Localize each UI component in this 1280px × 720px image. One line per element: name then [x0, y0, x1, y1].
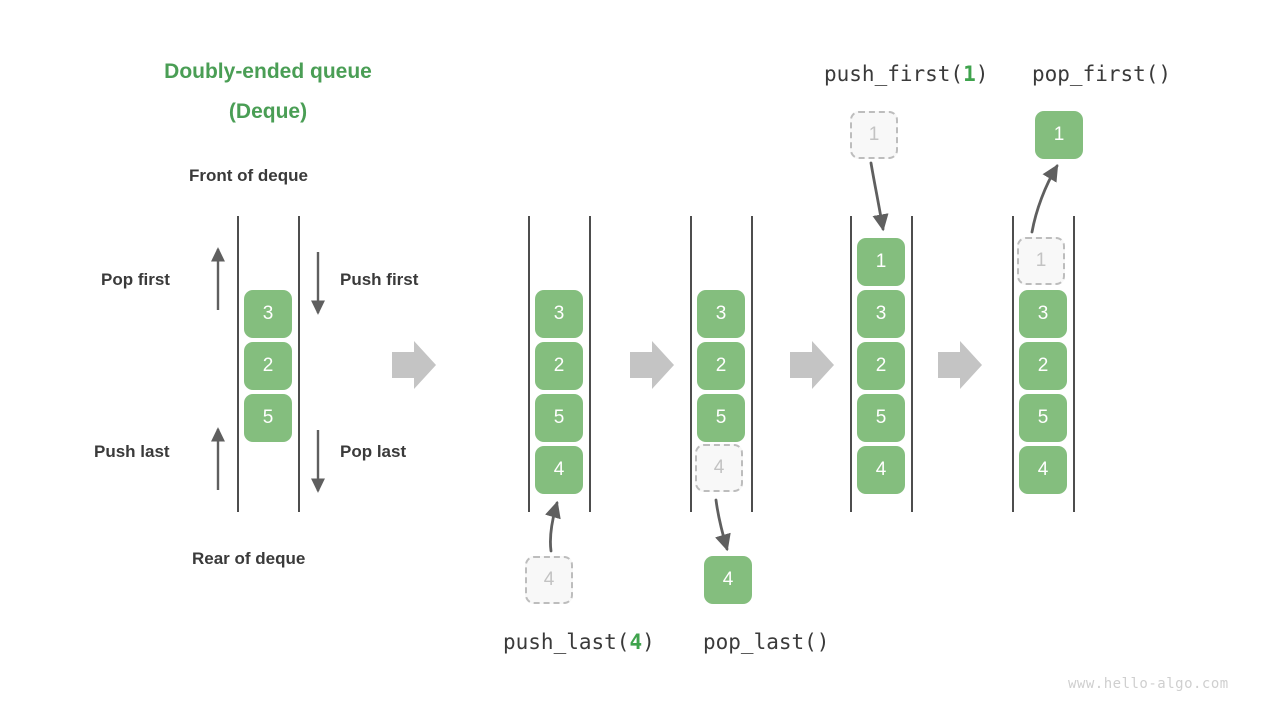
- deque-rail-right-p2: [589, 216, 591, 512]
- push-first-incoming-cell: 1: [850, 111, 898, 159]
- push-last-operation: push_last(4): [503, 630, 655, 654]
- deque-cell: 5: [535, 394, 583, 442]
- rear-of-deque-label: Rear of deque: [192, 549, 306, 568]
- deque-rail-right-p3: [751, 216, 753, 512]
- push-first-label: Push first: [340, 270, 419, 289]
- pop-last-vacated-cell: 4: [695, 444, 743, 492]
- pop-last-transfer-arrow-icon: [714, 498, 731, 552]
- pop-first-outgoing-cell: 1: [1035, 111, 1083, 159]
- push-last-label: Push last: [94, 442, 170, 461]
- push-last-operation-arg: 4: [629, 630, 643, 654]
- deque-cell: 3: [535, 290, 583, 338]
- deque-cell: 4: [857, 446, 905, 494]
- pop-last-operation: pop_last(): [703, 630, 830, 654]
- push-first-operation-suffix: ): [975, 62, 989, 86]
- deque-cell: 2: [244, 342, 292, 390]
- pop-last-outgoing-cell: 4: [704, 556, 752, 604]
- deque-cell: 3: [857, 290, 905, 338]
- pop-first-operation: pop_first(): [1032, 62, 1172, 86]
- deque-cell: 3: [1019, 290, 1067, 338]
- deque-cell: 5: [857, 394, 905, 442]
- pop-first-transfer-arrow-icon: [1030, 164, 1059, 234]
- deque-cell: 1: [857, 238, 905, 286]
- deque-rail-left-p4: [850, 216, 852, 512]
- deque-cell: 2: [697, 342, 745, 390]
- flow-arrow-icon: [938, 341, 982, 389]
- watermark: www.hello-algo.com: [1068, 676, 1229, 692]
- deque-rail-right-p4: [911, 216, 913, 512]
- pop-last-label: Pop last: [340, 442, 407, 461]
- deque-cell: 3: [244, 290, 292, 338]
- flow-arrow-icon: [392, 341, 436, 389]
- deque-rail-left-p1: [237, 216, 239, 512]
- deque-cell: 2: [535, 342, 583, 390]
- diagram-title-line2: (Deque): [228, 100, 308, 123]
- push-last-transfer-arrow-icon: [545, 500, 561, 553]
- front-of-deque-label: Front of deque: [189, 166, 308, 185]
- deque-cell: 3: [697, 290, 745, 338]
- push-first-operation: push_first(1): [824, 62, 988, 86]
- deque-rail-left-p2: [528, 216, 530, 512]
- deque-cell: 4: [1019, 446, 1067, 494]
- push-last-operation-suffix: ): [642, 630, 655, 654]
- deque-rail-right-p1: [298, 216, 300, 512]
- deque-cell: 5: [697, 394, 745, 442]
- deque-cell: 2: [857, 342, 905, 390]
- deque-rail-left-p3: [690, 216, 692, 512]
- push-last-incoming-cell: 4: [525, 556, 573, 604]
- deque-cell: 5: [244, 394, 292, 442]
- flow-arrow-icon: [790, 341, 834, 389]
- deque-cell: 2: [1019, 342, 1067, 390]
- diagram-title-line1: Doubly-ended queue: [164, 60, 372, 83]
- flow-arrow-icon: [630, 341, 674, 389]
- deque-cell: 5: [1019, 394, 1067, 442]
- pop-first-vacated-cell: 1: [1017, 237, 1065, 285]
- deque-rail-left-p5: [1012, 216, 1014, 512]
- deque-cell: 4: [535, 446, 583, 494]
- deque-rail-right-p5: [1073, 216, 1075, 512]
- push-first-operation-arg: 1: [963, 62, 976, 86]
- pop-first-label: Pop first: [101, 270, 170, 289]
- push-last-operation-prefix: push_last(: [503, 630, 630, 654]
- push-first-transfer-arrow-icon: [869, 161, 889, 232]
- push-first-operation-prefix: push_first(: [824, 62, 964, 86]
